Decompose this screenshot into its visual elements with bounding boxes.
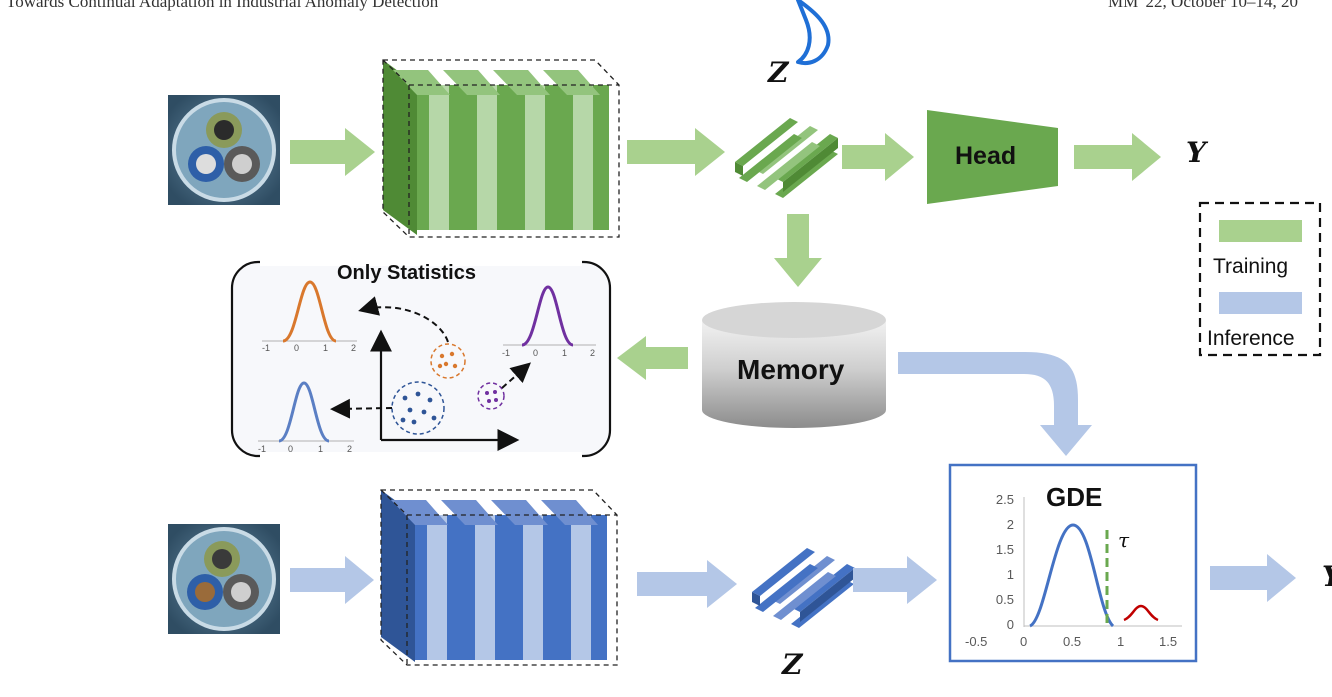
training-backbone: [382, 59, 620, 238]
arrow-infer-4: [1210, 554, 1296, 602]
tick-blue-2: 2: [347, 444, 353, 454]
gde-xtick-1: 1: [1117, 634, 1125, 649]
ml-curve-icon: [796, 0, 831, 65]
memory-cylinder: [702, 302, 886, 428]
gde-xtick-0: 0: [1020, 634, 1028, 649]
training-input-image: [168, 95, 280, 205]
tick-blue-0: 0: [288, 444, 294, 454]
legend-swatch-training: [1219, 220, 1302, 242]
gde-xtick-neg0.5: -0.5: [965, 634, 988, 649]
tick-purple-neg1: -1: [502, 348, 511, 358]
tick-purple-2: 2: [590, 348, 596, 358]
gaussian-orange: [282, 280, 337, 343]
gde-ytick-2: 2: [1006, 517, 1014, 532]
arrow-train-4: [1074, 133, 1161, 181]
arrow-infer-1: [290, 556, 374, 604]
stats-panel-title: Only Statistics: [337, 262, 476, 284]
gde-title: GDE: [1046, 482, 1103, 512]
training-feature-tensor: [735, 118, 838, 198]
arrow-infer-3: [853, 556, 937, 604]
tick-purple-0: 0: [533, 348, 539, 358]
inference-backbone: [380, 489, 618, 666]
gde-gaussian: [1029, 523, 1115, 628]
legend-training-label: Training: [1213, 255, 1289, 278]
head-label: Head: [955, 142, 1017, 170]
gde-ytick-1: 1: [1006, 567, 1014, 582]
tick-orange-neg1: -1: [262, 343, 271, 353]
gde-ytick-0: 0: [1006, 617, 1014, 632]
inference-y-label: Y: [1322, 560, 1332, 593]
gde-ytick-2.5: 2.5: [995, 492, 1014, 507]
header-left-text: Towards Continual Adaptation in Industri…: [6, 0, 439, 11]
legend-inference-label: Inference: [1207, 327, 1295, 350]
tick-orange-1: 1: [323, 343, 329, 353]
cluster-orange: [430, 343, 466, 379]
arrow-train-3: [842, 133, 914, 181]
gde-xtick-0.5: 0.5: [1063, 634, 1082, 649]
inference-input-image: [168, 524, 280, 634]
header-right-text: MM '22, October 10–14, 20: [1108, 0, 1299, 11]
arrow-train-1: [290, 128, 375, 176]
gde-xtick-1.5: 1.5: [1159, 634, 1178, 649]
memory-label: Memory: [737, 354, 845, 385]
head-block: [927, 110, 1058, 204]
threshold-label: τ: [1118, 528, 1130, 552]
arrow-infer-2: [637, 560, 737, 608]
tick-blue-1: 1: [318, 444, 324, 454]
tick-orange-2: 2: [351, 343, 357, 353]
gde-ytick-0.5: 0.5: [995, 592, 1014, 607]
tick-purple-1: 1: [562, 348, 568, 358]
inference-z-label: Z: [782, 648, 803, 681]
cluster-blue: [391, 381, 445, 435]
gde-ytick-1.5: 1.5: [995, 542, 1014, 557]
training-y-label: Y: [1186, 136, 1206, 169]
tick-blue-neg1: -1: [258, 444, 267, 454]
anomaly-curve: [1123, 604, 1159, 622]
cluster-purple: [477, 382, 505, 410]
gaussian-purple: [521, 285, 574, 347]
stats-panel: [230, 254, 612, 464]
arrow-memory-to-gde: [898, 352, 1092, 456]
training-z-label: Z: [768, 56, 789, 89]
arrow-train-2: [627, 128, 725, 176]
gaussian-blue: [278, 381, 330, 443]
legend-box: [1198, 201, 1322, 357]
gde-panel: [948, 463, 1198, 663]
tick-orange-0: 0: [294, 343, 300, 353]
legend-swatch-inference: [1219, 292, 1302, 314]
inference-feature-tensor: [752, 548, 855, 628]
arrow-to-memory: [774, 214, 822, 287]
arrow-memory-to-stats: [617, 336, 688, 380]
